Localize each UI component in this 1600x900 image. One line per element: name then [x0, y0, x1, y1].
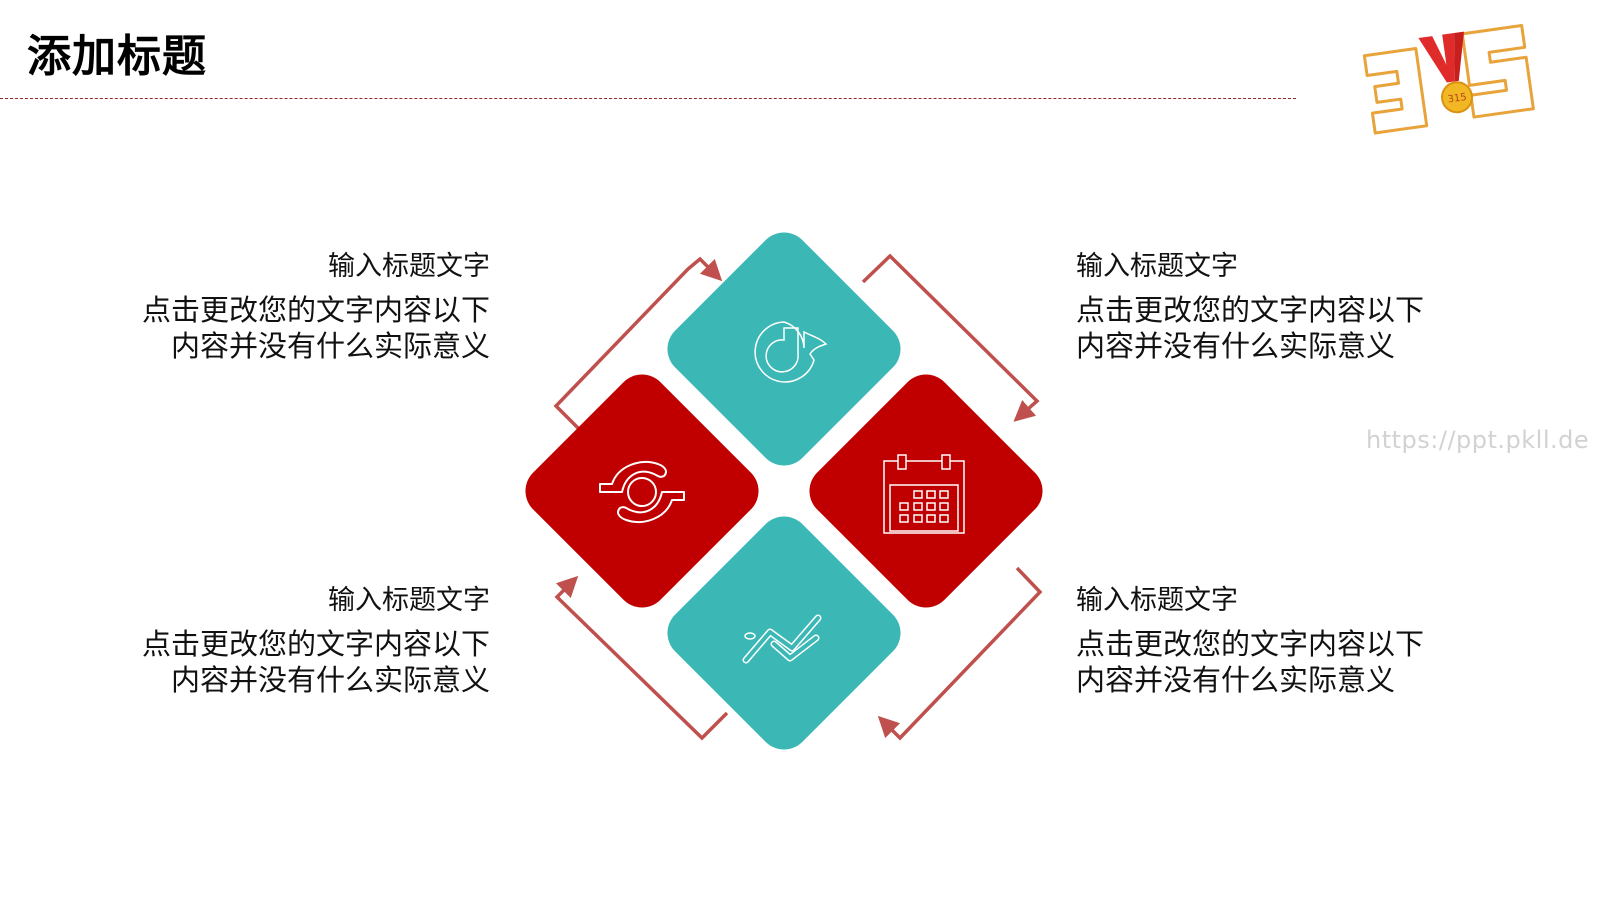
text-block-line: 内容并没有什么实际意义: [170, 663, 490, 697]
text-block-top-left: 输入标题文字 点击更改您的文字内容以下 内容并没有什么实际意义: [110, 248, 490, 364]
text-block-title: 输入标题文字: [328, 251, 490, 282]
watermark-url: https://ppt.pkll.de: [1366, 426, 1590, 454]
text-block-line: 点击更改您的文字内容以下: [141, 627, 490, 661]
text-block-line: 内容并没有什么实际意义: [170, 329, 490, 363]
medal-text: 315: [1447, 92, 1467, 106]
text-block-line: 点击更改您的文字内容以下: [1076, 627, 1425, 661]
text-block-title: 输入标题文字: [1076, 251, 1238, 282]
text-block-line: 点击更改您的文字内容以下: [1076, 293, 1425, 327]
trend-line-icon: [742, 614, 822, 664]
music-note-icon: [754, 321, 828, 383]
arrow-bottom-left: [554, 575, 729, 741]
arrow-top-left: [553, 256, 723, 435]
title-divider: [0, 98, 1296, 99]
calendar-icon: [883, 454, 965, 534]
text-block-top-right: 输入标题文字 点击更改您的文字内容以下 内容并没有什么实际意义: [1076, 248, 1456, 364]
arrow-top-right: [861, 253, 1040, 422]
slide-title: 添加标题: [27, 31, 207, 82]
text-block-title: 输入标题文字: [328, 585, 490, 616]
315-medal-logo-icon: 315: [1362, 24, 1535, 135]
text-block-bottom-right: 输入标题文字 点击更改您的文字内容以下 内容并没有什么实际意义: [1076, 582, 1456, 698]
text-block-bottom-left: 输入标题文字 点击更改您的文字内容以下 内容并没有什么实际意义: [110, 582, 490, 698]
text-block-title: 输入标题文字: [1076, 585, 1238, 616]
text-block-line: 内容并没有什么实际意义: [1076, 663, 1396, 697]
text-block-line: 内容并没有什么实际意义: [1076, 329, 1396, 363]
arrow-bottom-right: [877, 566, 1043, 741]
sync-refresh-icon: [599, 461, 685, 523]
text-block-line: 点击更改您的文字内容以下: [141, 293, 490, 327]
